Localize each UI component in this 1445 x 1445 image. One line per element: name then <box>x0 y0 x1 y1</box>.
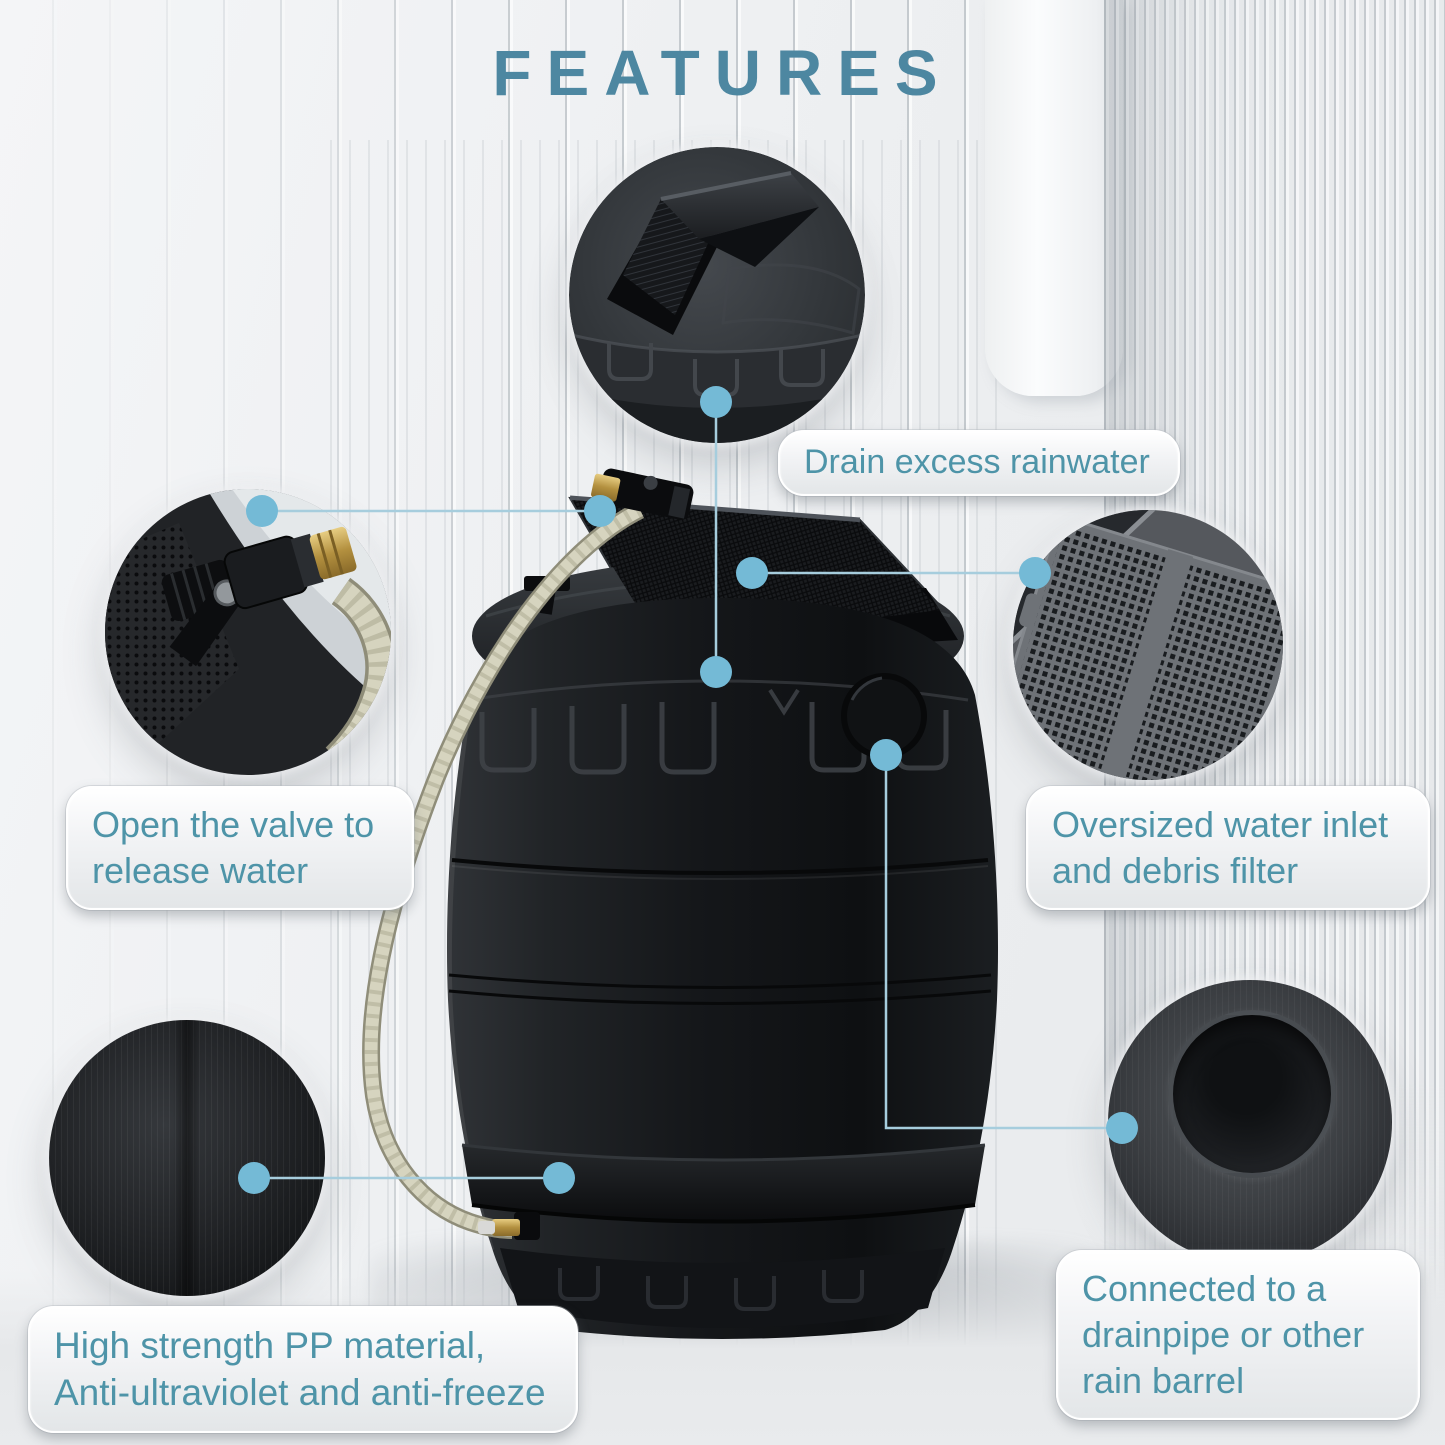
page-title: FEATURES <box>492 37 953 109</box>
valve-detail-circle <box>105 489 391 775</box>
connector-dot <box>238 1162 270 1194</box>
bottom-spigot <box>478 1212 540 1240</box>
drain-port-cap <box>1168 1010 1336 1178</box>
filter-detail-circle <box>1013 510 1283 780</box>
callout-label-valve: Open the valve to release water <box>66 786 414 911</box>
callout-label-text: Oversized water inlet and debris filter <box>1052 804 1389 892</box>
callout-label-text: Drain excess rainwater <box>804 443 1150 482</box>
connector-dot <box>870 739 902 771</box>
filter-detail-art <box>1013 510 1283 780</box>
base-castellation <box>558 1266 864 1311</box>
overflow-hose <box>362 501 645 1239</box>
connector-dot <box>246 495 278 527</box>
material-detail-circle <box>49 1020 325 1296</box>
background-downspout <box>985 0 1123 396</box>
callout-label-text: Connected to a drainpipe or other rain b… <box>1082 1268 1365 1402</box>
connector-line-connect <box>884 755 1122 1130</box>
callout-label-text: High strength PP material, Anti-ultravio… <box>54 1325 546 1414</box>
callout-label-material: High strength PP material, Anti-ultravio… <box>28 1306 578 1433</box>
connector-dot <box>700 386 732 418</box>
connector-dot <box>584 495 616 527</box>
drain-detail-art <box>569 147 865 443</box>
callout-label-drain: Drain excess rainwater <box>778 430 1180 496</box>
callout-label-text: Open the valve to release water <box>92 804 375 892</box>
connector-dot <box>1019 557 1051 589</box>
valve-detail-art <box>105 489 391 775</box>
drain-detail-circle <box>569 147 865 443</box>
connector-dot <box>736 557 768 589</box>
connector-dot <box>1106 1112 1138 1144</box>
port-detail-circle <box>1108 980 1392 1264</box>
drain-coupling <box>591 468 694 520</box>
connector-dot <box>700 656 732 688</box>
callout-label-connect: Connected to a drainpipe or other rain b… <box>1056 1250 1420 1421</box>
barrel-body <box>446 598 999 1339</box>
connector-dot <box>543 1162 575 1194</box>
callout-label-inlet: Oversized water inlet and debris filter <box>1026 786 1430 911</box>
